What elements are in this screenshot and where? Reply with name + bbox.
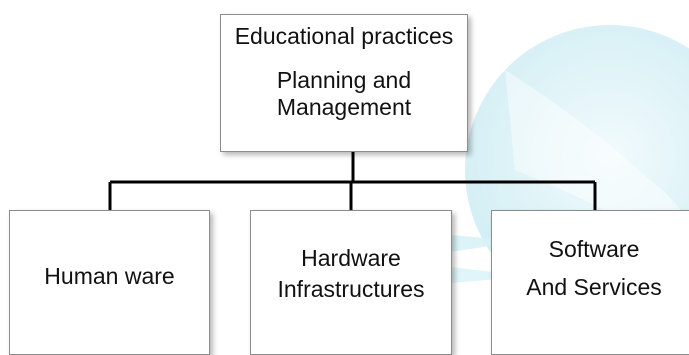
root-subtitle-line: Planning and bbox=[276, 67, 412, 94]
human-ware-box: Human ware bbox=[9, 210, 210, 355]
software-and-services-box: Software And Services bbox=[491, 210, 689, 355]
hardware-label: Hardware bbox=[301, 245, 401, 271]
educational-practices-planning-management-box: Educational practices Planning and Manag… bbox=[220, 14, 468, 152]
human-ware-label: Human ware bbox=[44, 263, 175, 289]
root-subtitle-line-2: Management bbox=[276, 93, 412, 120]
root-title-line: Educational practices bbox=[234, 23, 454, 49]
software-label: Software bbox=[548, 236, 640, 262]
and-services-label: And Services bbox=[526, 274, 662, 301]
hardware-infrastructures-box: Hardware Infrastructures bbox=[250, 210, 452, 355]
infrastructures-label: Infrastructures bbox=[277, 276, 425, 303]
